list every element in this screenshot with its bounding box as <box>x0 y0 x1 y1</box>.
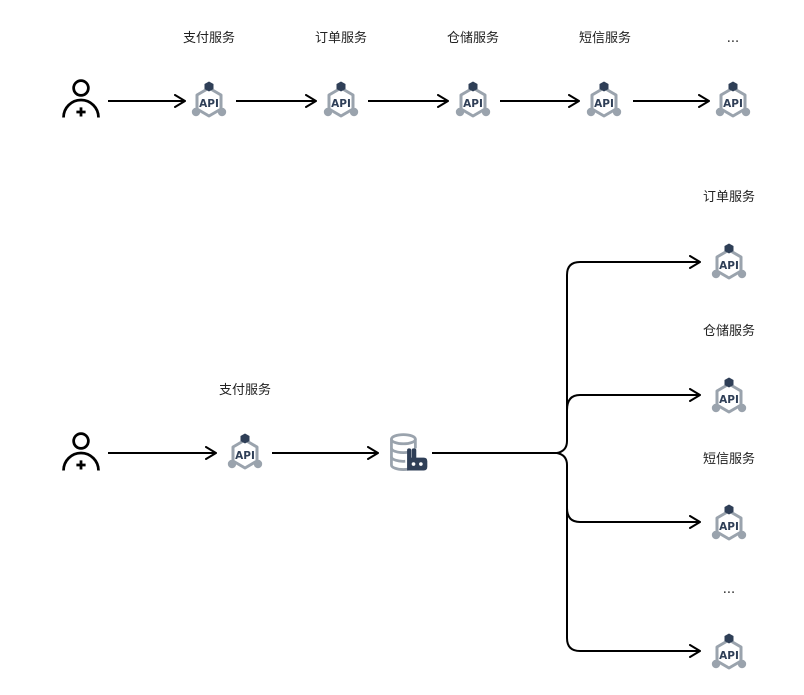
top-flow <box>62 79 752 119</box>
branch-arrow <box>566 388 701 411</box>
message-queue-icon <box>390 433 429 472</box>
api-icon <box>710 632 748 670</box>
api-icon <box>710 242 748 280</box>
api-icon <box>710 376 748 414</box>
user-add-icon <box>62 432 100 472</box>
user-add-icon <box>62 79 100 119</box>
service-label: 仓储服务 <box>702 324 756 339</box>
branch-arrow <box>556 452 701 658</box>
service-label: 订单服务 <box>314 31 368 46</box>
service-label: 支付服务 <box>218 383 272 398</box>
service-label: 短信服务 <box>578 31 632 46</box>
service-label: 支付服务 <box>182 31 236 46</box>
service-label: 仓储服务 <box>446 31 500 46</box>
bottom-flow <box>62 242 748 670</box>
api-icon <box>710 503 748 541</box>
api-icon <box>322 80 360 118</box>
service-label: 短信服务 <box>702 452 756 467</box>
branch-arrow <box>566 507 701 529</box>
api-icon <box>585 80 623 118</box>
api-icon <box>454 80 492 118</box>
branch-arrow <box>556 255 701 454</box>
api-icon <box>714 80 752 118</box>
service-label: ... <box>726 31 740 46</box>
api-icon <box>190 80 228 118</box>
service-label: ... <box>722 582 736 597</box>
api-icon <box>226 432 264 470</box>
service-label: 订单服务 <box>702 190 756 205</box>
